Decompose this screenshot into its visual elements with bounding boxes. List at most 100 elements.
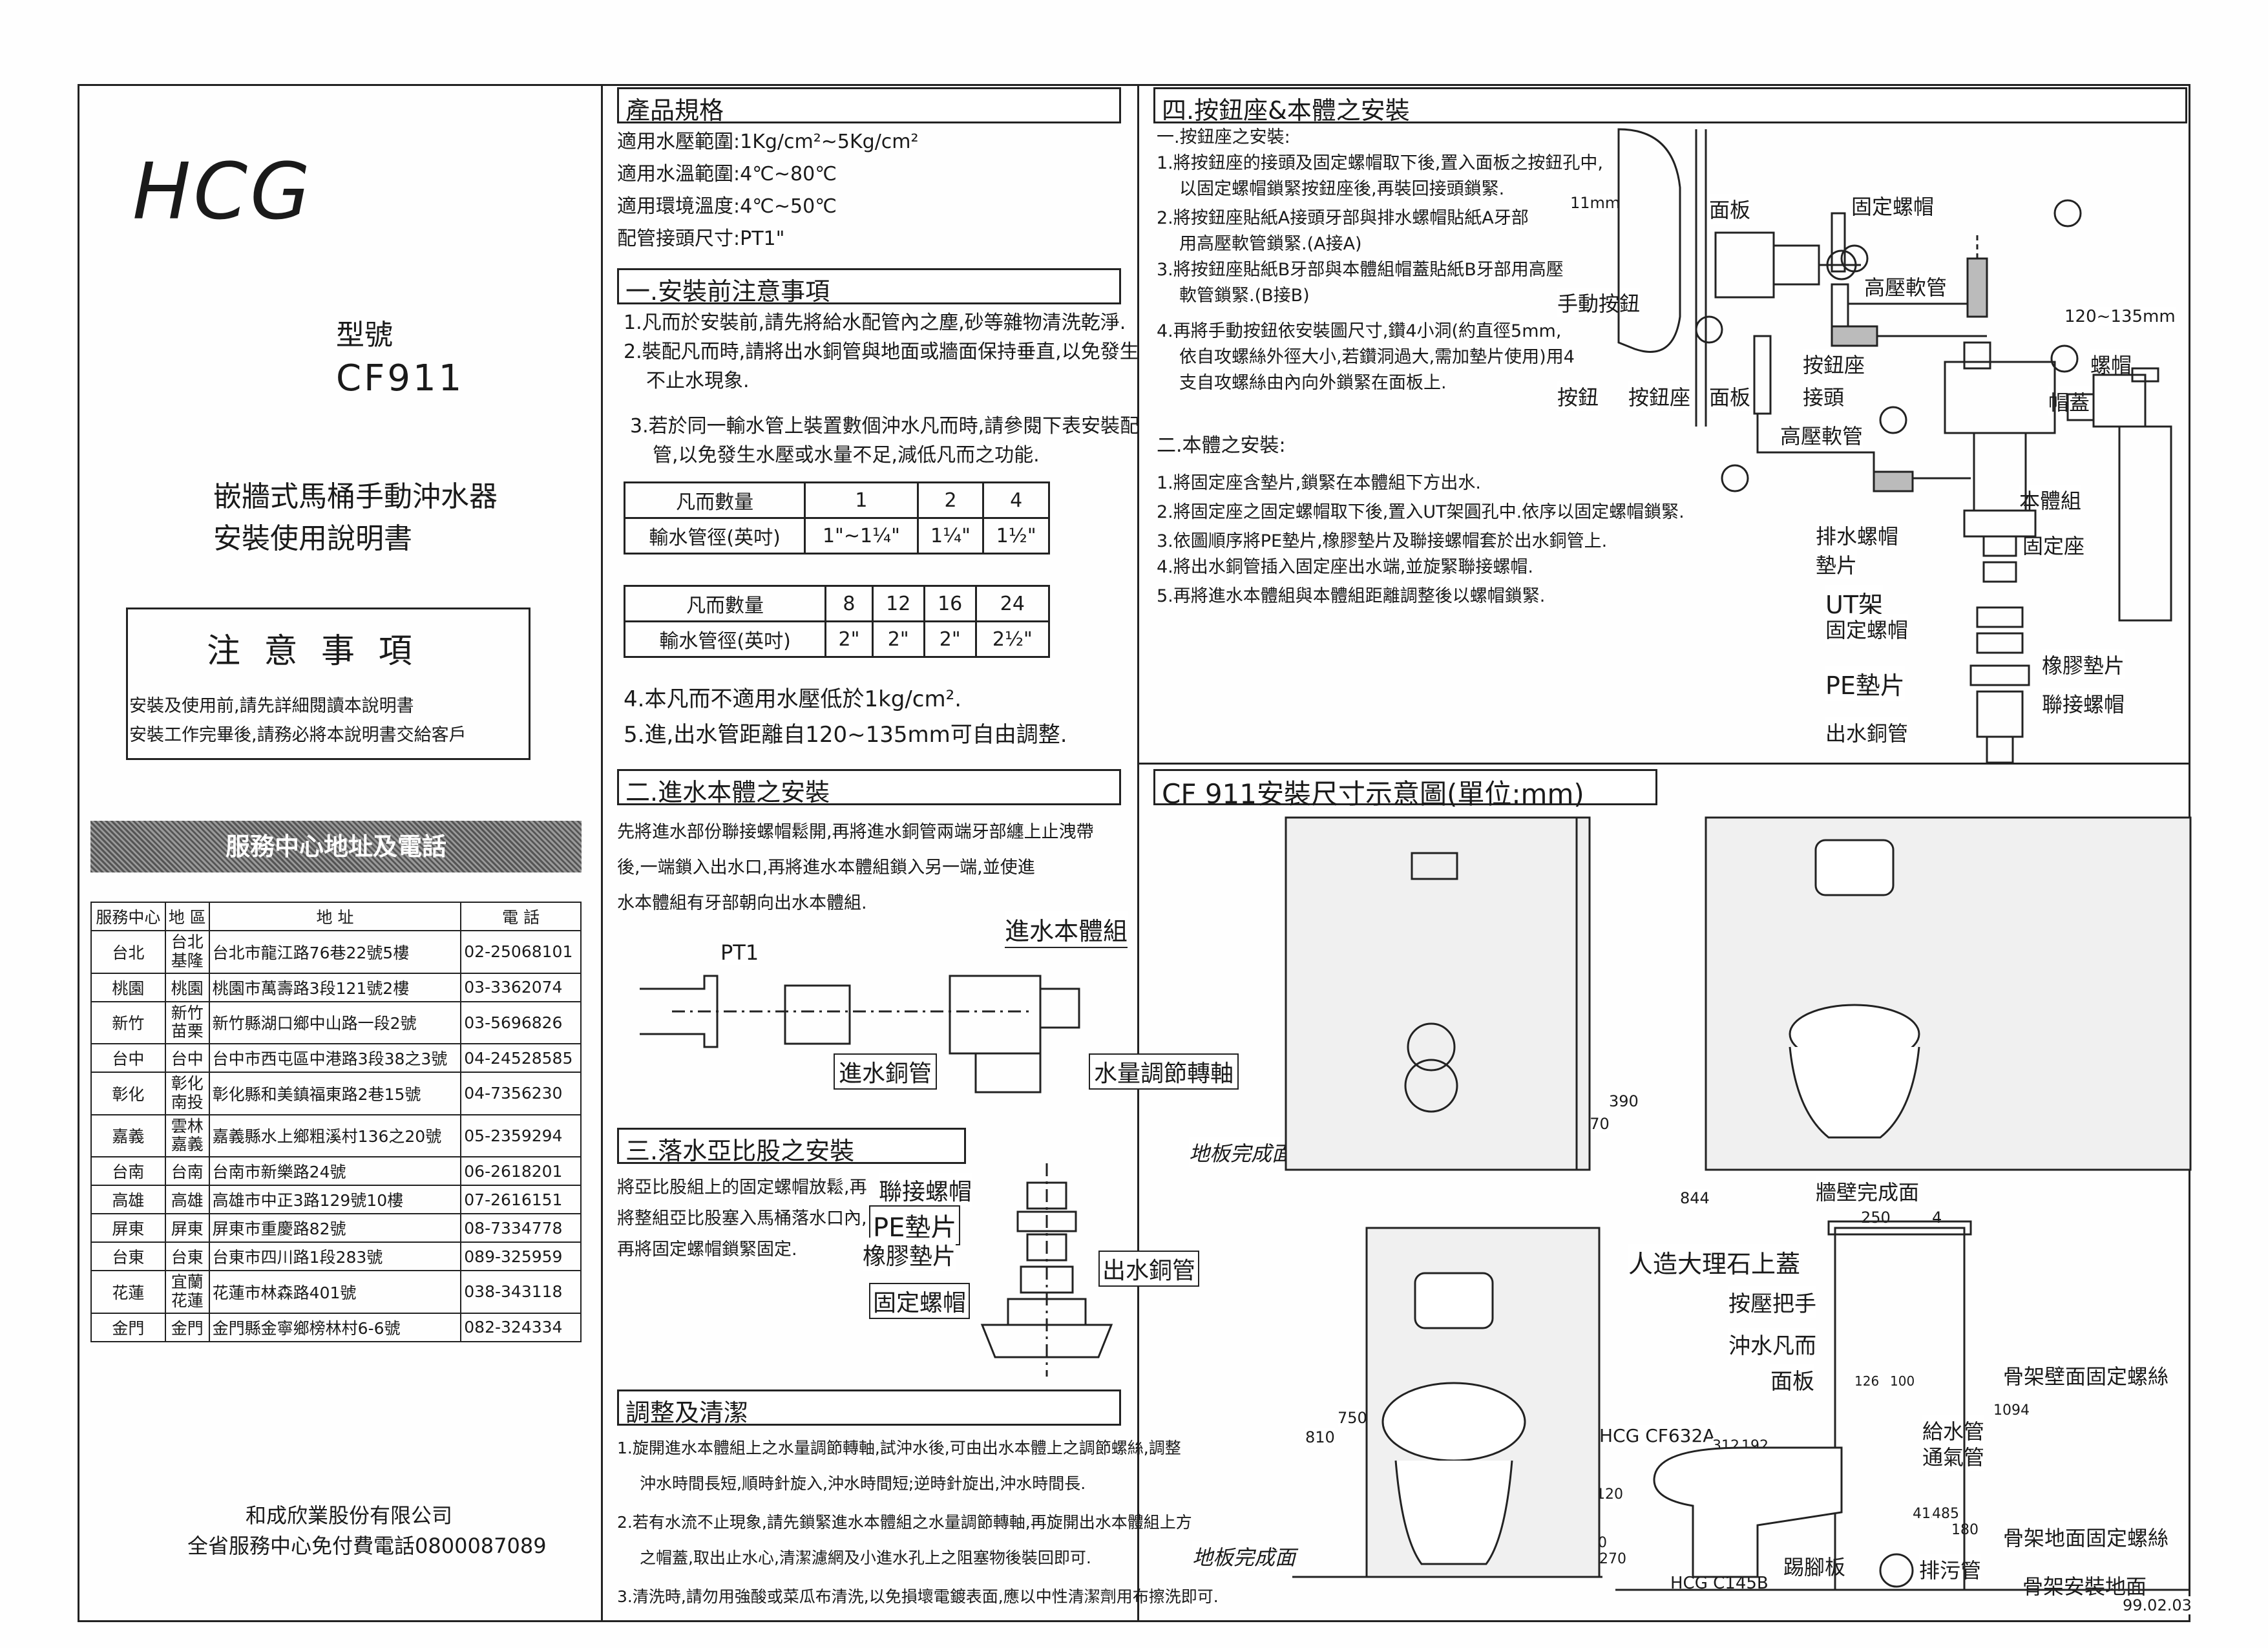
- l-body: 本體組: [2019, 485, 2082, 514]
- pre-p4: 4.本凡而不適用水壓低於1kg/cm².: [624, 686, 962, 712]
- notice-title: 注 意 事 項: [207, 632, 419, 671]
- service-header-cell: 服務中心: [90, 902, 166, 931]
- service-cell: 02-25068101: [460, 930, 582, 974]
- l-seat: 按鈕座: [1628, 381, 1691, 411]
- l-fixseat: 固定座: [2022, 530, 2085, 560]
- l-dim11: 11mm: [1570, 194, 1621, 212]
- notice-box: [126, 607, 530, 760]
- service-cell: 03-5696826: [460, 1000, 582, 1044]
- l-fixnut: 固定螺帽: [1851, 191, 1935, 220]
- d-750: 750: [1338, 1008, 1367, 1026]
- d-270: 270: [1580, 1115, 1610, 1133]
- service-cell: 07-2616151: [460, 1185, 582, 1214]
- service-cell: 金門縣金寧鄉榜林村6-6號: [208, 1312, 462, 1342]
- d-130: φ130: [1460, 1086, 1507, 1107]
- s4-b2b: 用高壓軟管鎖緊.(A接A): [1179, 234, 1362, 254]
- l-joint-nut: 聯接螺帽: [2042, 688, 2125, 718]
- d-810b: 810: [1305, 1428, 1335, 1446]
- pipe-cell: 1: [804, 481, 919, 519]
- dims-header: CF 911安裝尺寸示意圖(單位:mm): [1153, 769, 1657, 810]
- service-cell: 台北: [90, 930, 166, 974]
- service-cell: 05-2359294: [460, 1114, 582, 1157]
- service-cell: 06-2618201: [460, 1156, 582, 1186]
- l-button: 按鈕: [1557, 381, 1599, 411]
- service-cell: 038-343118: [460, 1270, 582, 1314]
- pre-p3a: 3.若於同一輸水管上裝置數個沖水凡而時,請參閱下表安裝配: [630, 415, 1140, 438]
- service-cell: 彰化 南投: [164, 1072, 210, 1115]
- spec-line1: 適用水壓範圍:1Kg/cm²~5Kg/cm²: [617, 131, 919, 153]
- service-cell: 台南: [90, 1156, 166, 1186]
- label-outpipe: 出水銅管: [1098, 1251, 1200, 1287]
- service-cell: 04-7356230: [460, 1072, 582, 1115]
- model-label: 型號: [336, 319, 393, 352]
- service-title-band: 服務中心地址及電話: [90, 821, 582, 872]
- spec-line3: 適用環境溫度:4℃~50℃: [617, 195, 837, 218]
- l-panel2: 面板: [1709, 381, 1751, 411]
- d-frame-screw: 骨架壁面固定螺絲: [2003, 1360, 2169, 1390]
- s4-b2a: 2.將按鈕座貼紙A接頭牙部與排水螺帽貼紙A牙部: [1157, 208, 1529, 228]
- pre-install-header: 一.安裝前注意事項: [617, 268, 1121, 306]
- adjust-3: 3.清洗時,請勿用強酸或菜瓜布清洗,以免損壞電鍍表面,應以中性清潔劑用布擦洗即可…: [617, 1587, 1219, 1606]
- l-nut: 螺帽: [2090, 349, 2132, 379]
- section4-header: 四.按鈕座&本體之安裝: [1153, 87, 2187, 125]
- inlet-line1: 先將進水部份聯接螺帽鬆開,再將進水銅管兩端牙部纏上止洩帶: [617, 822, 1094, 842]
- d-panel: 面板: [1770, 1364, 1814, 1395]
- pre-p2a: 2.裝配凡而時,請將出水銅管與地面或牆面保持垂直,以免發生: [624, 341, 1139, 363]
- service-cell: 新竹縣湖口鄉中山路一段2號: [208, 1000, 462, 1044]
- d-4b: 4: [1932, 1209, 1942, 1227]
- service-cell: 082-324334: [460, 1312, 582, 1342]
- service-cell: 台北市龍江路76巷22號5樓: [208, 930, 462, 974]
- label-shaft: 水量調節轉軸: [1089, 1053, 1239, 1090]
- s4-c5: 5.再將進水本體組與本體組距離調整後以螺帽鎖緊.: [1157, 586, 1546, 606]
- d-120: 120: [1596, 1486, 1623, 1503]
- d-handle: 按壓把手: [1728, 1286, 1816, 1318]
- drain-header: 三.落水亞比股之安裝: [617, 1128, 966, 1165]
- l-panel: 面板: [1709, 194, 1751, 224]
- s4-b4b: 依自攻螺絲外徑大小,若鑽洞過大,需加墊片使用)用4: [1179, 347, 1575, 367]
- company-name: 和成欣業股份有限公司: [246, 1503, 453, 1528]
- notice-line1: 安裝及使用前,請先詳細閱讀本說明書: [129, 696, 414, 716]
- drain-line2: 將整組亞比股塞入馬桶落水口內,: [617, 1209, 867, 1229]
- d-192: 192: [1741, 1438, 1769, 1454]
- pre-p5: 5.進,出水管距離自120~135mm可自由調整.: [624, 722, 1067, 748]
- d-frame-floor: 骨架安裝地面: [2022, 1570, 2147, 1600]
- notice-line2: 安裝工作完畢後,請務必將本說明書交給客戶: [129, 725, 467, 745]
- d-485: 485: [1932, 1506, 1959, 1522]
- divider-mid: [1137, 84, 1139, 1622]
- l-cap: 帽蓋: [2048, 386, 2090, 416]
- label-joint-nut: 聯接螺帽: [879, 1173, 972, 1207]
- pipe-cell: 8: [824, 585, 874, 622]
- service-cell: 台南市新樂路24號: [208, 1156, 462, 1186]
- s4-sub2: 二.本體之安裝:: [1157, 434, 1286, 457]
- pre-p3b: 管,以免發生水壓或水量不足,減低凡而之功能.: [653, 444, 1040, 467]
- d-90: 90: [1402, 882, 1425, 903]
- l-fixnut2: 固定螺帽: [1825, 614, 1909, 644]
- d-126: 126: [1854, 1373, 1880, 1389]
- brand-logo: HCG: [132, 147, 313, 237]
- service-cell: 宜蘭 花蓮: [164, 1270, 210, 1314]
- pipe-cell: 1½": [982, 517, 1050, 555]
- d-180: 180: [1418, 911, 1453, 933]
- s4-b3b: 軟管鎖緊.(B接B): [1179, 286, 1310, 306]
- l-seat2: 按鈕座: [1803, 349, 1865, 379]
- service-cell: 高雄: [164, 1185, 210, 1214]
- l-gasket: 墊片: [1816, 549, 1858, 579]
- pipe-row: 輸水管徑(英吋)2"2"2"2½": [623, 620, 1051, 658]
- hotline: 全省服務中心免付費電話0800087089: [187, 1534, 547, 1558]
- s4-c1: 1.將固定座含墊片,鎖緊在本體組下方出水.: [1157, 473, 1481, 493]
- d-312: 312: [1712, 1438, 1739, 1454]
- l-button-knob: 手動按鈕: [1557, 288, 1641, 317]
- pipe-cell: 12: [871, 585, 925, 622]
- service-cell: 彰化: [90, 1072, 166, 1115]
- inlet-line3: 水本體組有牙部朝向出水本體組.: [617, 893, 867, 913]
- adjust-1b: 沖水時間長短,順時針旋入,沖水時間短;逆時針旋出,沖水時間長.: [640, 1474, 1086, 1493]
- s4-c2: 2.將固定座之固定螺帽取下後,置入UT架圓孔中.依序以固定螺帽鎖緊.: [1157, 502, 1685, 522]
- service-cell: 台東: [164, 1241, 210, 1271]
- pre-p2b: 不止水現象.: [646, 370, 750, 392]
- d-180b: 180: [1951, 1522, 1979, 1538]
